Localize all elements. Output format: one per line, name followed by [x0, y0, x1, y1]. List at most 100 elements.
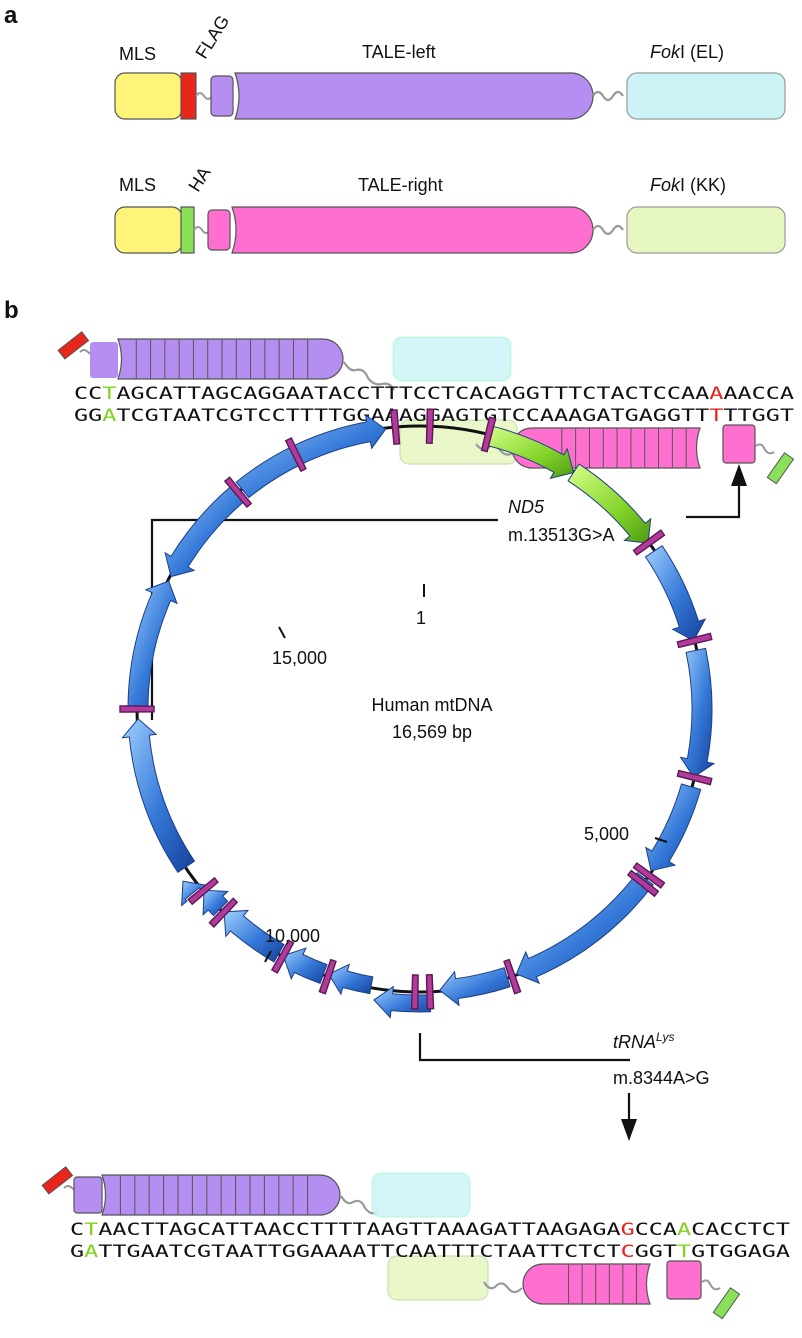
top-tale-left: [57, 331, 512, 391]
tick-label-5000: 5,000: [584, 824, 629, 844]
mls-domain-left: [114, 72, 183, 120]
trna-marker: [626, 869, 660, 898]
construct-right: MLS HA TALE-right FokI (KK): [114, 163, 786, 254]
linker-left-1: [195, 92, 213, 100]
flag-tag: [180, 72, 197, 120]
arrow-head-nd5: [731, 464, 747, 486]
gene-arrow-rrna-1: [485, 425, 575, 480]
gene-arrow-13: [127, 580, 178, 710]
genome-size: 16,569 bp: [392, 722, 472, 742]
tale-n-term-left: [210, 75, 234, 117]
tale-right-label: TALE-right: [358, 175, 443, 195]
tale-n-term-bottom: [73, 1176, 103, 1214]
fok-kk-bottom: [387, 1255, 489, 1301]
gene-label-trna: tRNALys: [613, 1030, 674, 1052]
linker-left-2: [592, 90, 624, 102]
ha-tag: [180, 206, 195, 254]
trna-marker: [270, 939, 295, 974]
bracket-line-trna: [418, 1033, 630, 1062]
tick-5000: [654, 837, 668, 843]
mls-label-right: MLS: [119, 175, 156, 195]
ha-tag-top: [766, 452, 795, 485]
linker-right-2: [592, 224, 624, 236]
trna-marker: [284, 437, 307, 473]
mutation-label-trna: m.8344A>G: [613, 1068, 710, 1088]
linker-bottom-2: [340, 1195, 378, 1215]
trna-marker: [187, 876, 219, 906]
tale-left-domain: [234, 72, 594, 120]
ha-label: HA: [184, 163, 214, 195]
fok-el-bottom: [371, 1172, 471, 1218]
gene-arrow-3: [645, 783, 702, 872]
tale-repeat-lines-bottom-right: [568, 1264, 637, 1304]
trna-marker: [223, 476, 253, 508]
pointer-line-nd5: [686, 484, 741, 519]
gene-arrow-15: [235, 413, 387, 499]
arrow-head-trna: [621, 1119, 637, 1141]
trna-marker: [425, 408, 435, 445]
tick-label-1: 1: [416, 608, 426, 628]
fok-kk-label: FokI (KK): [650, 175, 726, 195]
gene-arrow-9: [223, 909, 285, 963]
tick-10000: [264, 950, 272, 963]
tale-left-label: TALE-left: [362, 42, 436, 62]
gene-arrow-6: [373, 985, 432, 1019]
trna-marker: [318, 958, 337, 995]
gene-arrow-rrna-2: [567, 463, 652, 544]
sequence-bottom-strand-nd5: GGATCGTAATCGTCCTTTTGGAAAGGAGTGTCCAAAGATG…: [74, 406, 794, 425]
tale-n-term-right: [207, 209, 231, 251]
trna-marker: [676, 632, 713, 649]
linker-top-4: [755, 443, 775, 455]
bracket-line-nd5: [150, 518, 498, 720]
trna-marker: [425, 973, 435, 1010]
flag-tag-top: [57, 331, 90, 360]
trna-marker: [676, 769, 713, 786]
trna-marker: [480, 416, 497, 453]
tick-label-15000: 15,000: [272, 648, 327, 668]
mls-domain-right: [114, 206, 183, 254]
tale-repeat-lines-bottom: [119, 1175, 309, 1215]
mtdna-circle: 1 15,000 5,000 10,000 Human mtDNA 16,569…: [119, 408, 716, 1019]
tick-label-10000: 10,000: [265, 926, 320, 946]
bottom-tale-right: [387, 1255, 741, 1320]
tale-n-term-bottom-right: [666, 1260, 702, 1300]
trna-marker: [389, 409, 401, 446]
gene-arrow-5: [438, 967, 511, 1007]
tale-right-domain: [231, 206, 594, 254]
trna-marker: [632, 862, 666, 889]
gene-label-nd5: ND5: [508, 497, 545, 517]
trna-markers: [119, 408, 713, 1010]
tale-repeat-lines-top: [135, 339, 309, 379]
fok-el-domain: [626, 72, 786, 120]
gene-arrow-14: [164, 484, 246, 578]
genome-title: Human mtDNA: [371, 695, 492, 715]
flag-tag-bottom: [41, 1166, 74, 1195]
gene-arrow-11: [181, 880, 208, 907]
tale-right-repeats-bottom: [522, 1263, 651, 1305]
trna-marker: [410, 974, 419, 1010]
tale-n-term-top-right: [722, 424, 756, 464]
gene-arrow-7: [327, 963, 374, 996]
gene-arrow-8: [282, 947, 328, 985]
bottom-tale-left: [41, 1166, 471, 1218]
tale-n-term-top: [90, 342, 118, 378]
linker-bottom-4: [701, 1279, 721, 1291]
panel-label-b: b: [4, 297, 19, 324]
linker-bottom-3: [483, 1281, 523, 1294]
ha-tag-bottom: [712, 1287, 741, 1320]
construct-left: MLS FLAG TALE-left FokI (EL): [114, 12, 786, 120]
linker-top-2: [343, 361, 395, 391]
mutation-label-nd5: m.13513G>A: [508, 525, 615, 545]
trna-marker: [632, 529, 666, 556]
fok-kk-domain: [626, 206, 786, 254]
trna-marker: [119, 705, 155, 713]
gene-arrow-10: [202, 889, 230, 917]
gene-arrow-12: [121, 718, 196, 873]
trna-marker: [208, 897, 239, 928]
gene-arrows: [121, 413, 716, 1019]
tale-repeat-lines-top-right: [561, 428, 687, 468]
